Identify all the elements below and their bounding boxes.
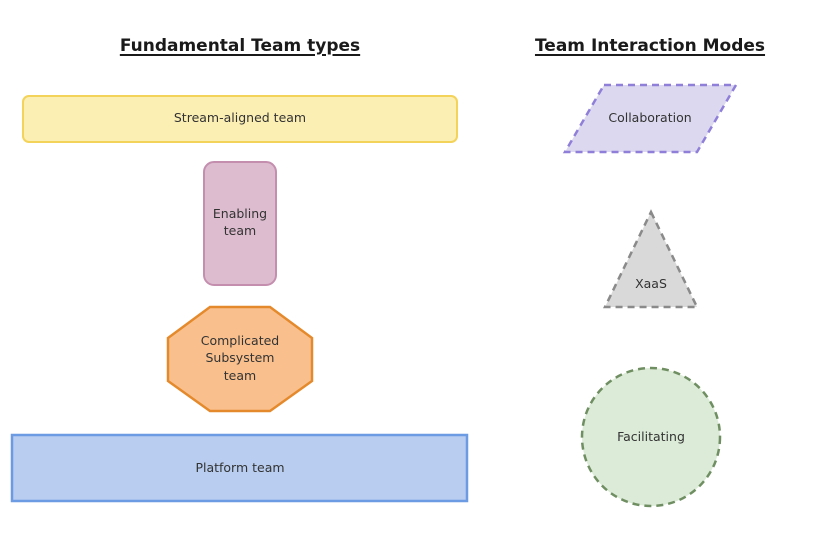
platform-team-box	[10, 433, 469, 503]
complicated-subsystem-label-line1: Complicated	[201, 333, 280, 348]
collaboration-parallelogram	[562, 83, 739, 154]
collaboration-mode-shape[interactable]: Collaboration	[562, 83, 739, 154]
stream-aligned-team-shape[interactable]: Stream-aligned team	[22, 95, 458, 143]
platform-team-shape[interactable]: Platform team	[10, 433, 469, 503]
enabling-team-shape[interactable]: Enabling team	[203, 161, 277, 286]
team-types-heading: Fundamental Team types	[119, 36, 361, 56]
platform-team-label: Platform team	[195, 460, 284, 475]
enabling-team-label-line2: team	[224, 223, 256, 238]
facilitating-circle	[580, 366, 722, 508]
stream-aligned-team-box	[22, 95, 458, 143]
complicated-subsystem-octagon	[166, 305, 314, 413]
xaas-label: XaaS	[635, 276, 667, 291]
xaas-mode-shape[interactable]: XaaS	[603, 209, 699, 309]
collaboration-label: Collaboration	[608, 110, 691, 125]
xaas-triangle	[603, 209, 699, 309]
facilitating-label: Facilitating	[617, 429, 685, 444]
complicated-subsystem-label-line3: team	[224, 368, 256, 383]
enabling-team-label-line1: Enabling	[213, 206, 267, 221]
stream-aligned-team-label: Stream-aligned team	[174, 110, 306, 125]
facilitating-mode-shape[interactable]: Facilitating	[580, 366, 722, 508]
complicated-subsystem-label-line2: Subsystem	[206, 350, 275, 365]
enabling-team-box	[203, 161, 277, 286]
interaction-modes-heading: Team Interaction Modes	[534, 36, 766, 56]
complicated-subsystem-team-shape[interactable]: Complicated Subsystem team	[166, 305, 314, 413]
